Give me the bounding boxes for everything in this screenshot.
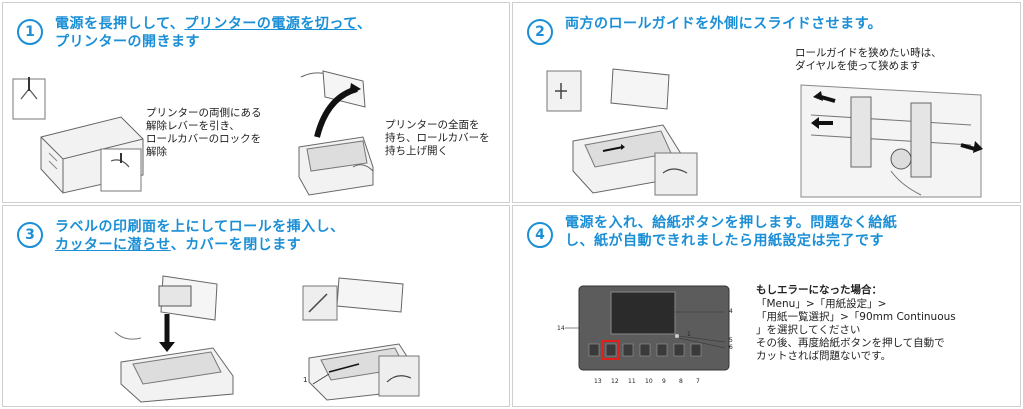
step-1-title-line2: プリンターの開きます <box>55 34 200 50</box>
step-2-title: 両方のロールガイドを外側にスライドさせます。 <box>565 16 883 32</box>
step-1-caption-right: プリンターの全面を 持ち、ロールカバーを 持ち上げ開く <box>385 119 490 158</box>
step-3-title-line1: ラベルの印刷面を上にしてロールを挿入し、 <box>55 219 345 235</box>
step-1-title-a: 電源を長押しして、 <box>55 16 185 32</box>
printer-closed-illustration <box>12 77 144 194</box>
step-4-title-line2: し、紙が自動できれましたら用紙設定は完了です <box>565 233 884 249</box>
step-3-callout: 1 <box>303 376 308 384</box>
error-line: 」を選択してください <box>756 324 861 336</box>
label-1: 1 <box>687 331 691 338</box>
button-label-10: 10 <box>645 378 653 385</box>
caption-line: 解除 <box>146 146 167 158</box>
error-instructions: 「Menu」>「用紙設定」> 「用紙一覧選択」>「90mm Continuous… <box>756 298 956 363</box>
error-heading: もしエラーになった場合： <box>756 284 882 296</box>
caption-line: ロールガイドを狭めたい時は、 <box>795 47 942 59</box>
step-4-number: 4 <box>527 222 553 248</box>
label-5: 5 <box>729 337 733 344</box>
step-2-panel: 2 両方のロールガイドを外側にスライドさせます。 ロールガイドを狭めたい時は、 … <box>512 2 1021 203</box>
step-3-title-b: 、カバーを閉じます <box>170 237 302 253</box>
button-label-8: 8 <box>679 378 683 385</box>
feed-paper-illustration <box>302 277 420 401</box>
insert-roll-illustration <box>114 275 234 403</box>
printer-guides-illustration <box>546 68 698 196</box>
caption-line: 解除レバーを引き、 <box>146 120 240 132</box>
control-panel-illustration <box>565 285 730 371</box>
step-1-title: 電源を長押しして、プリンターの電源を切って、 プリンターの開きます <box>55 15 372 51</box>
step-2-caption: ロールガイドを狭めたい時は、 ダイヤルを使って狭めます <box>795 47 942 73</box>
step-4-title-line1: 電源を入れ、給紙ボタンを押します。問題なく給紙 <box>565 215 898 231</box>
caption-line: ロールカバーのロックを <box>146 133 262 145</box>
error-line: 「用紙一覧選択」>「90mm Continuous <box>756 311 956 323</box>
step-3-title-link: カッターに潜らせ <box>55 237 171 253</box>
guide-closeup-illustration <box>800 84 983 198</box>
error-line: 「Menu」>「用紙設定」> <box>756 298 887 310</box>
caption-line: 持ち上げ開く <box>385 145 448 157</box>
feed-button-highlight <box>602 340 620 360</box>
step-1-title-link: プリンターの電源を切って <box>184 16 357 32</box>
caption-line: プリンターの全面を <box>385 119 480 131</box>
step-1-title-c: 、 <box>357 16 372 32</box>
button-label-11: 11 <box>628 378 636 385</box>
step-4-panel: 4 電源を入れ、給紙ボタンを押します。問題なく給紙 し、紙が自動できれましたら用… <box>512 205 1021 407</box>
step-3-number: 3 <box>17 222 43 248</box>
step-3-panel: 3 ラベルの印刷面を上にしてロールを挿入し、 カッターに潜らせ、カバーを閉じます <box>2 205 510 407</box>
label-6: 6 <box>729 344 733 351</box>
button-label-12: 12 <box>611 378 619 385</box>
button-label-13: 13 <box>594 378 602 385</box>
caption-line: プリンターの両側にある <box>146 107 262 119</box>
label-4: 4 <box>729 308 733 315</box>
step-2-number: 2 <box>527 19 553 45</box>
printer-open-illustration <box>298 70 374 196</box>
label-14: 14 <box>557 325 565 332</box>
error-line: カットされば問題ないです。 <box>756 350 892 362</box>
caption-line: ダイヤルを使って狭めます <box>795 60 921 72</box>
step-1-number: 1 <box>17 19 43 45</box>
button-label-9: 9 <box>662 378 666 385</box>
button-label-7: 7 <box>696 378 700 385</box>
step-1-panel: 1 電源を長押しして、プリンターの電源を切って、 プリンターの開きます プリンタ… <box>2 2 510 203</box>
error-line: その後、再度給紙ボタンを押して自動で <box>756 337 945 349</box>
step-3-title: ラベルの印刷面を上にしてロールを挿入し、 カッターに潜らせ、カバーを閉じます <box>55 218 345 254</box>
caption-line: 持ち、ロールカバーを <box>385 132 490 144</box>
step-1-caption-left: プリンターの両側にある 解除レバーを引き、 ロールカバーのロックを 解除 <box>146 107 262 159</box>
step-4-title: 電源を入れ、給紙ボタンを押します。問題なく給紙 し、紙が自動できれましたら用紙設… <box>565 214 897 250</box>
